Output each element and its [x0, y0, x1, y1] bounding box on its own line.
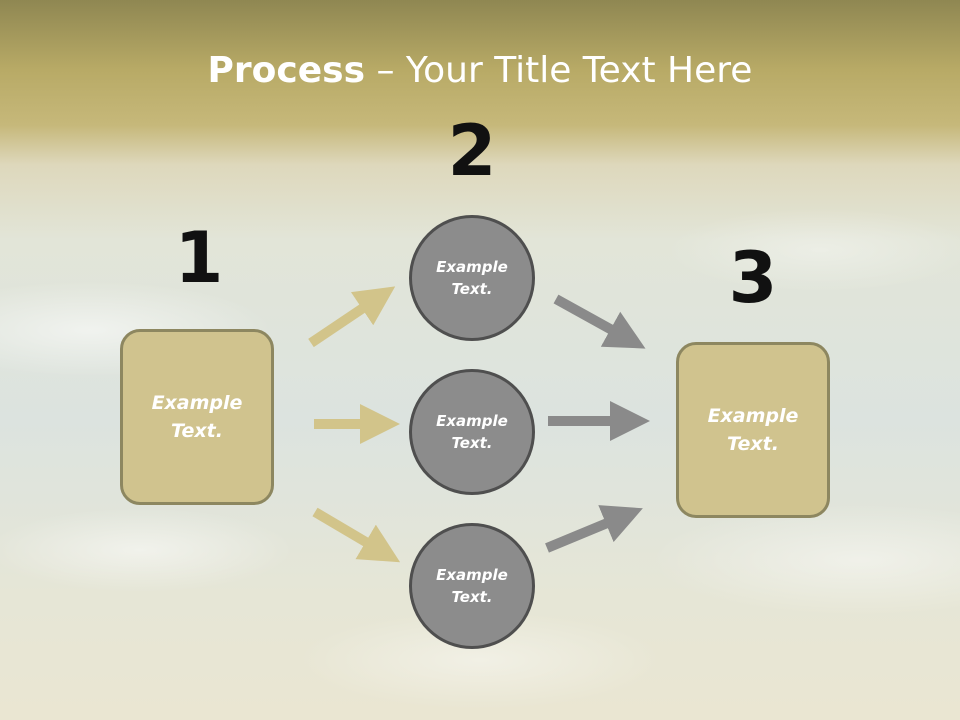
step-number-1: 1: [174, 217, 224, 299]
circle-middle: Example Text.: [409, 369, 535, 495]
circle-bottom-text: Example Text.: [436, 565, 508, 607]
arrow-bottom-to-right: [545, 505, 643, 553]
arrow-left-to-bottom: [312, 507, 401, 563]
title-bold: Process: [207, 50, 366, 91]
left-box: Example Text.: [120, 329, 274, 505]
arrow-top-to-right: [553, 294, 646, 349]
circle-bottom: Example Text.: [409, 523, 535, 649]
step-number-3: 3: [728, 237, 778, 319]
circle-top-text: Example Text.: [436, 257, 508, 299]
right-box: Example Text.: [676, 342, 830, 518]
title-rest: – Your Title Text Here: [365, 50, 753, 91]
circle-top: Example Text.: [409, 215, 535, 341]
right-box-text: Example Text.: [707, 404, 799, 456]
slide-title: Process – Your Title Text Here: [0, 50, 960, 91]
left-box-text: Example Text.: [151, 391, 243, 443]
arrow-left-to-top: [308, 286, 396, 348]
circle-middle-text: Example Text.: [436, 411, 508, 453]
step-number-2: 2: [447, 110, 497, 192]
